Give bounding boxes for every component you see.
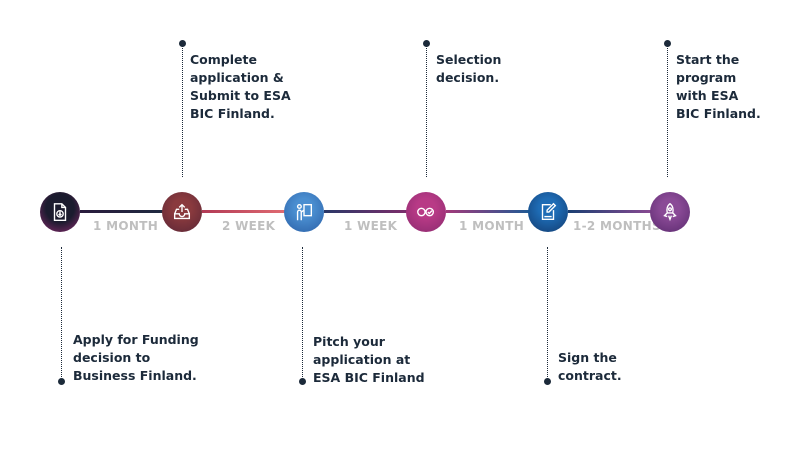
step-node-1 bbox=[40, 192, 80, 232]
duration-5: 1-2 MONTHS bbox=[573, 219, 661, 233]
document-download-icon bbox=[53, 203, 67, 221]
step-label-5-text: Sign the contract. bbox=[558, 350, 622, 383]
sign-document-icon bbox=[541, 202, 557, 221]
connector-1 bbox=[80, 210, 164, 213]
step-label-1-text: Apply for Funding decision to Business F… bbox=[73, 332, 199, 383]
connector-2 bbox=[202, 210, 286, 213]
label-dot-4 bbox=[423, 40, 430, 47]
step-label-3-text: Pitch your application at ESA BIC Finlan… bbox=[313, 334, 425, 385]
duration-4: 1 MONTH bbox=[459, 219, 525, 233]
label-connector-1 bbox=[61, 247, 62, 381]
label-dot-1 bbox=[58, 378, 65, 385]
step-label-1: Apply for Funding decision to Business F… bbox=[73, 331, 199, 385]
label-dot-3 bbox=[299, 378, 306, 385]
duration-1: 1 MONTH bbox=[93, 219, 159, 233]
label-connector-2 bbox=[182, 45, 183, 177]
step-label-4-text: Selection decision. bbox=[436, 52, 502, 85]
step-label-4: Selection decision. bbox=[436, 51, 501, 87]
tray-upload-icon bbox=[173, 203, 191, 220]
step-label-2: Complete application & Submit to ESA BIC… bbox=[190, 51, 291, 123]
duration-3: 1 WEEK bbox=[344, 219, 398, 233]
connector-5 bbox=[568, 210, 652, 213]
connector-4 bbox=[446, 210, 530, 213]
step-label-6-text: Start the program with ESA BIC Finland. bbox=[676, 52, 761, 121]
label-dot-6 bbox=[664, 40, 671, 47]
presenter-icon bbox=[296, 203, 313, 221]
label-dot-5 bbox=[544, 378, 551, 385]
label-connector-6 bbox=[667, 45, 668, 177]
rocket-icon bbox=[663, 202, 677, 222]
step-label-6: Start the program with ESA BIC Finland. bbox=[676, 51, 761, 123]
step-label-2-text: Complete application & Submit to ESA BIC… bbox=[190, 52, 291, 121]
step-label-3: Pitch your application at ESA BIC Finlan… bbox=[313, 333, 425, 387]
connector-3 bbox=[324, 210, 408, 213]
step-node-5 bbox=[528, 192, 568, 232]
step-label-5: Sign the contract. bbox=[558, 349, 622, 385]
step-node-4 bbox=[406, 192, 446, 232]
step-node-3 bbox=[284, 192, 324, 232]
label-connector-3 bbox=[302, 247, 303, 381]
label-dot-2 bbox=[179, 40, 186, 47]
label-connector-5 bbox=[547, 247, 548, 381]
duration-2: 2 WEEK bbox=[222, 219, 276, 233]
step-node-2 bbox=[162, 192, 202, 232]
label-connector-4 bbox=[426, 45, 427, 177]
checkmark-circle-icon bbox=[417, 207, 435, 217]
step-node-6 bbox=[650, 192, 690, 232]
